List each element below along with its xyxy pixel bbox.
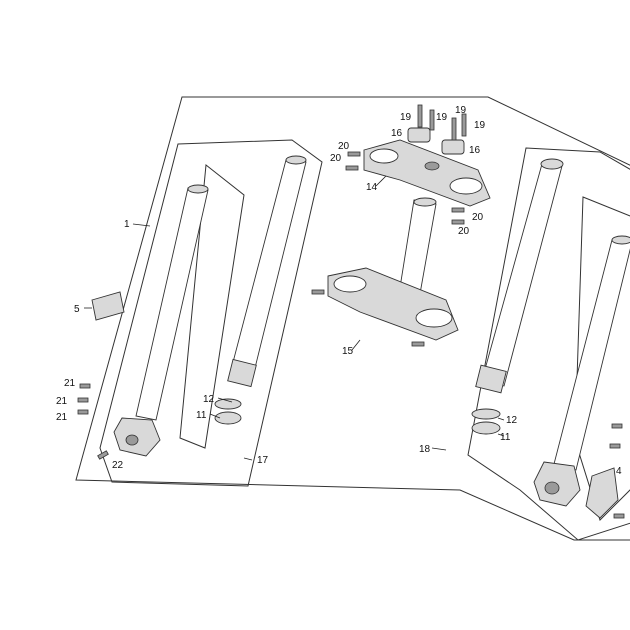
lower-triple-clamp — [311, 197, 459, 347]
label-part-20-d: 20 — [458, 226, 470, 237]
label-part-20-c: 20 — [472, 212, 484, 223]
label-part-22: 22 — [112, 460, 124, 471]
leader-lines — [84, 175, 505, 461]
label-part-11-right: 11 — [500, 432, 511, 443]
label-part-18: 18 — [419, 444, 431, 455]
label-part-21-b: 21 — [56, 396, 68, 407]
label-part-19-d: 19 — [474, 120, 486, 131]
right-oil-seal — [471, 421, 501, 435]
right-fork-frame — [467, 147, 630, 541]
label-part-20-a: 20 — [338, 141, 350, 152]
label-part-21-a: 21 — [64, 378, 76, 389]
label-part-12-right: 12 — [506, 415, 518, 426]
label-part-5: 5 — [74, 304, 80, 315]
handlebar-clamps — [407, 104, 467, 155]
right-inner-tube — [475, 158, 564, 394]
left-fork-frame — [99, 139, 323, 487]
left-oil-seal — [214, 411, 242, 425]
right-dust-seal — [471, 408, 501, 420]
label-part-1: 1 — [124, 219, 130, 230]
reflector-plate — [91, 291, 125, 321]
label-part-4: 4 — [616, 466, 622, 477]
axle-clamp-bolts — [77, 383, 109, 460]
label-part-16-a: 16 — [391, 128, 403, 139]
upper-triple-clamp — [363, 139, 491, 207]
label-part-16-b: 16 — [469, 145, 481, 156]
label-part-12-left: 12 — [203, 394, 215, 405]
assembly-frame — [75, 96, 630, 541]
left-inner-tube-frame — [179, 164, 245, 449]
upper-clamp-bolts — [345, 151, 465, 225]
label-part-20-b: 20 — [330, 153, 342, 164]
label-part-15: 15 — [342, 346, 354, 357]
label-part-14: 14 — [366, 182, 378, 193]
left-dust-seal — [214, 398, 242, 410]
brake-caliper-bracket — [585, 467, 619, 519]
label-part-19-a: 19 — [400, 112, 412, 123]
right-outer-tube — [533, 235, 630, 507]
label-part-19-c: 19 — [455, 105, 467, 116]
left-inner-tube — [227, 155, 307, 388]
right-bracket-bolts — [609, 423, 625, 519]
label-part-17: 17 — [257, 455, 269, 466]
left-outer-tube — [113, 184, 209, 457]
label-part-11-left: 11 — [196, 410, 207, 421]
label-part-21-c: 21 — [56, 412, 68, 423]
label-part-19-b: 19 — [436, 112, 448, 123]
